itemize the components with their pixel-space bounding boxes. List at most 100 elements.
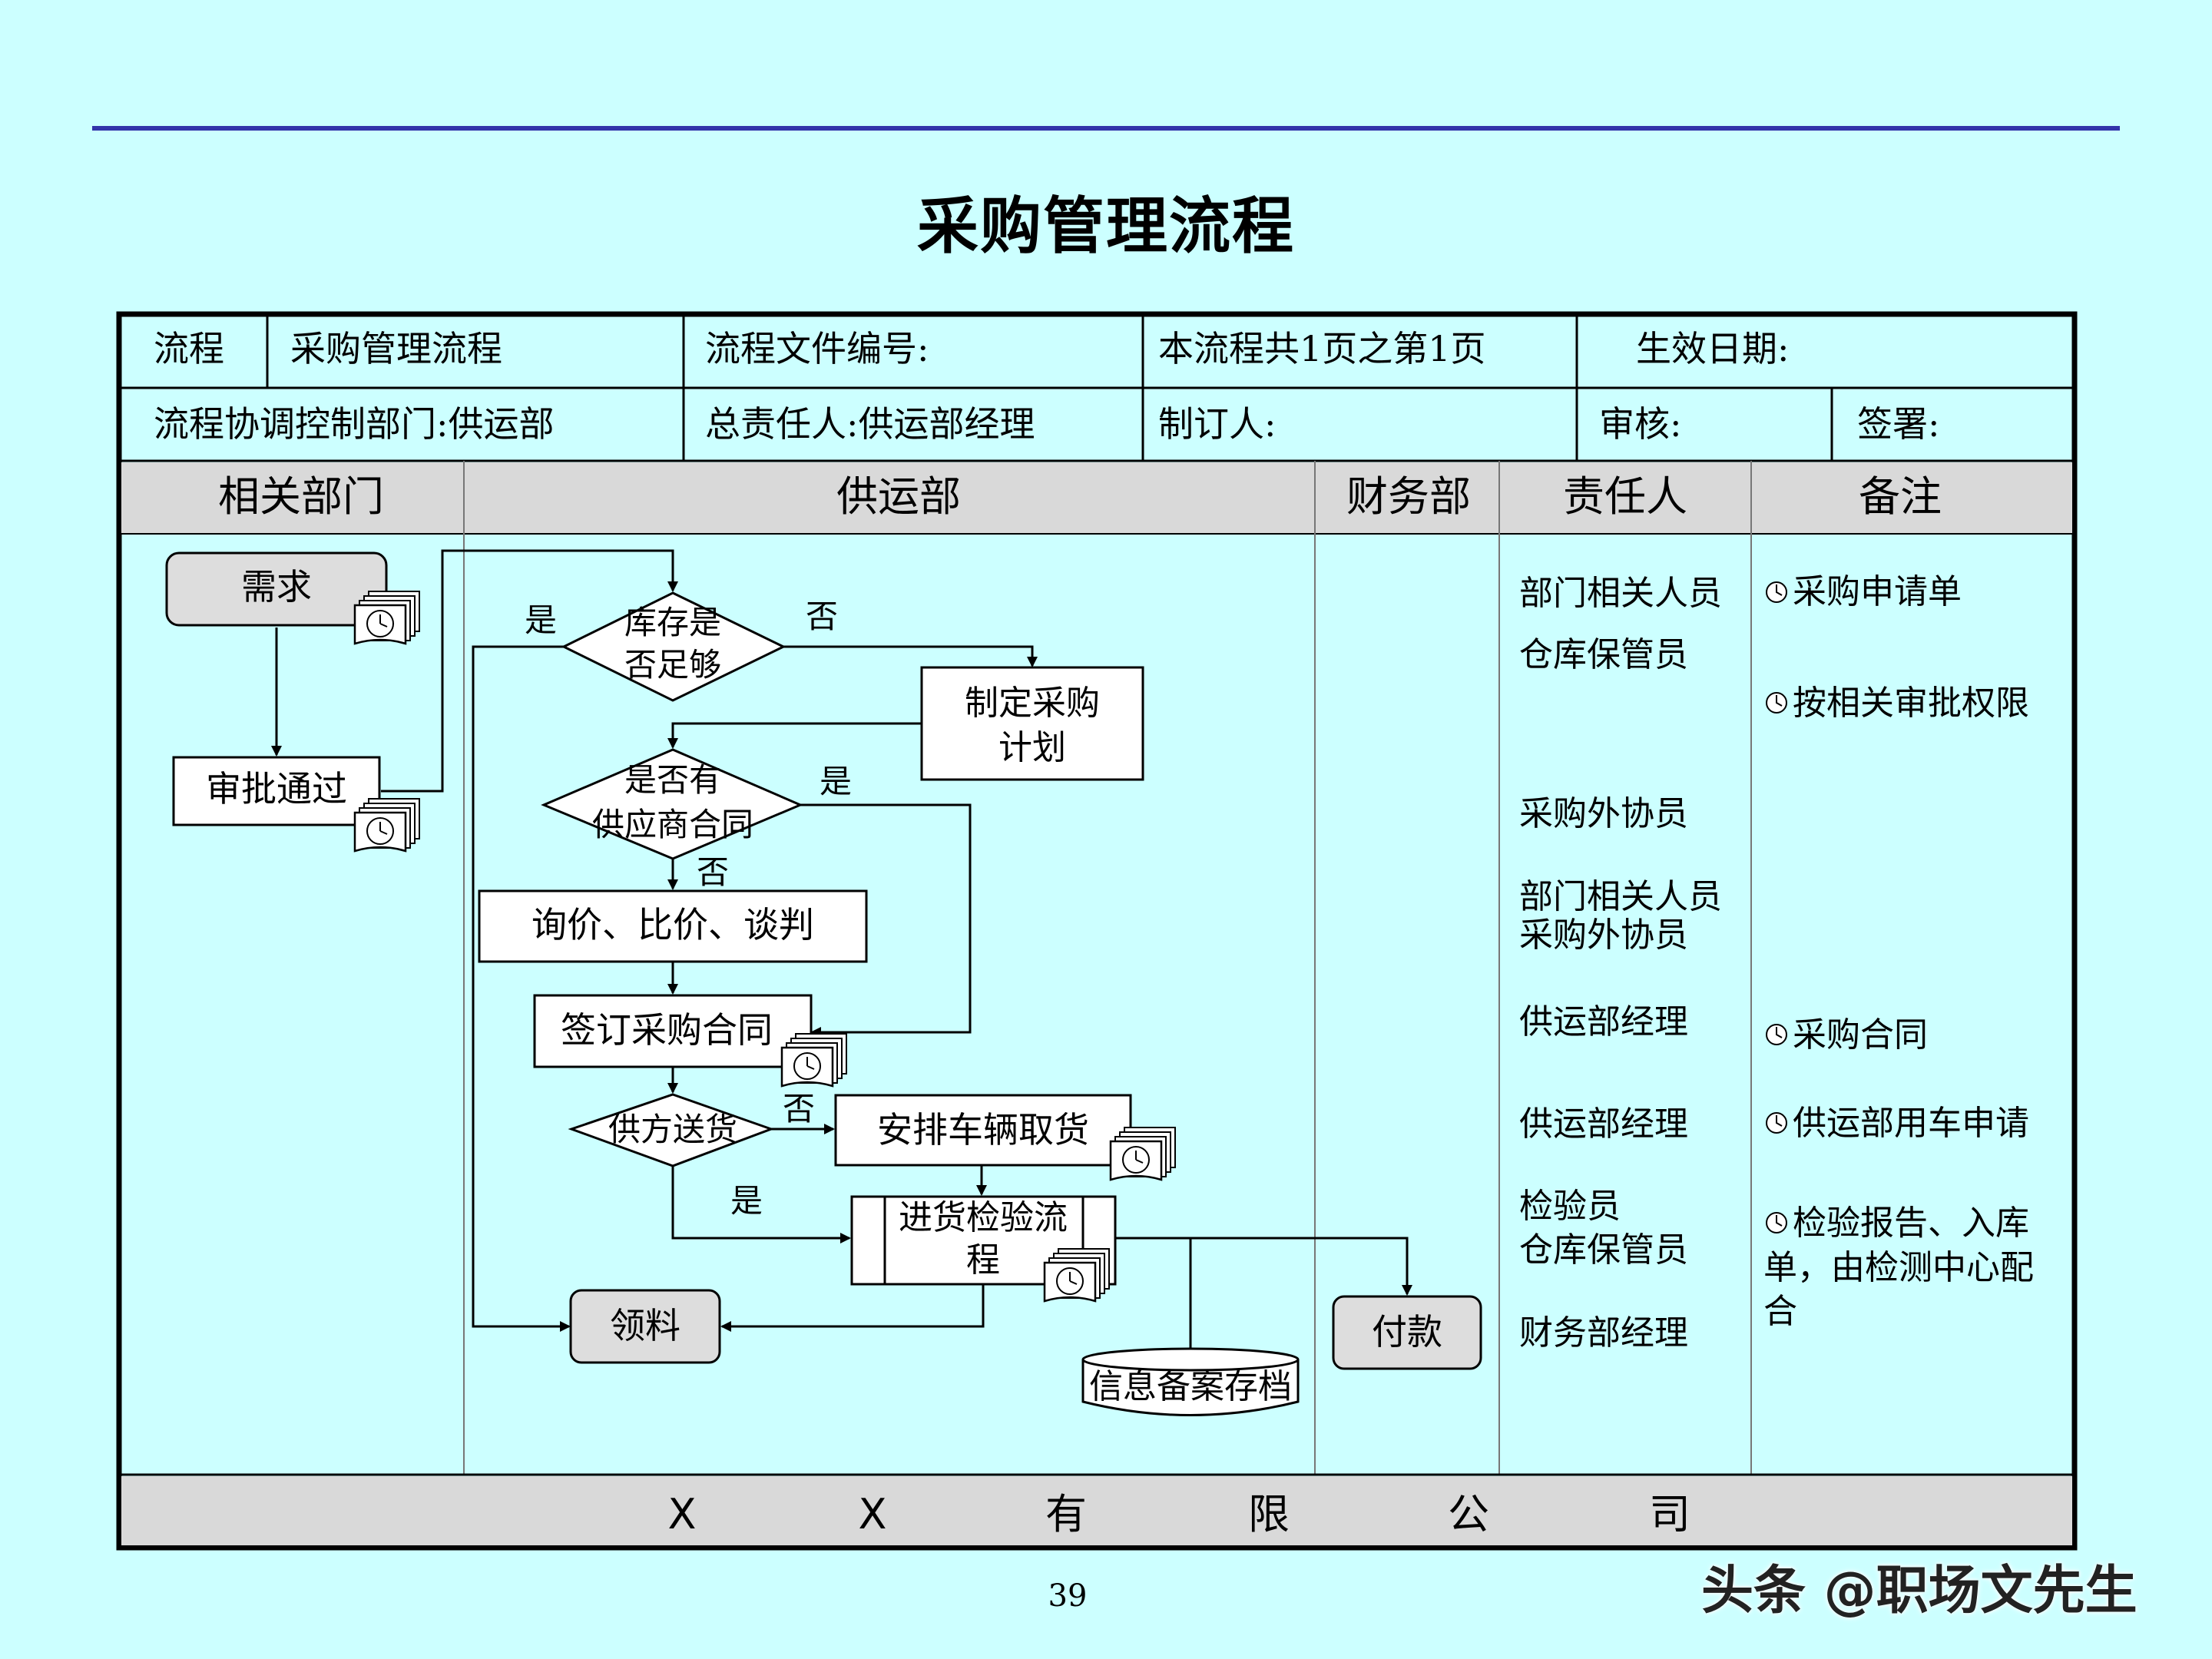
edge-stock-plan [783,645,1038,667]
edge-inspection-payment [1115,1237,1412,1296]
label-contract-no: 否 [697,853,729,891]
remark-item: 供运部用车申请 [1766,1104,2029,1143]
svg-text:进货检验流: 进货检验流 [899,1198,1068,1237]
edge-stock-collect [472,645,571,1332]
responsible-item: 部门相关人员 [1519,877,1722,916]
label-stock-yes: 是 [525,601,557,639]
responsible-item: 采购外协员 [1519,916,1688,955]
remark-item: 按相关审批权限 [1766,684,2029,723]
header-pages: 本流程共1页之第1页 [1158,328,1486,369]
node-collect: 领料 [569,1289,721,1364]
top-rule [92,126,2120,131]
svg-text:信息备案存档: 信息备案存档 [1089,1367,1292,1406]
edge-approved-stock [381,549,678,793]
svg-text:检验报告、入库: 检验报告、入库 [1793,1204,2029,1243]
responsible-item: 仓库保管员 [1519,1230,1688,1270]
svg-text:库存是: 库存是 [624,604,721,641]
svg-text:供方送货: 供方送货 [608,1111,737,1148]
svg-text:审批通过: 审批通过 [206,768,347,810]
header-coord-dept: 流程协调控制部门:供运部 [154,403,555,445]
header-author: 制订人: [1158,403,1277,445]
label-deliver-yes: 是 [730,1182,763,1220]
node-demand: 需求 [165,551,388,627]
svg-text:安排车辆取货: 安排车辆取货 [877,1109,1089,1151]
footer-char: 司 [1649,1490,1690,1538]
document-clock-icon [1043,1247,1111,1303]
remark-item: 检验报告、入库 单，由检测中心配 合 [1763,1204,2034,1331]
edge-contract-sign [800,803,972,1038]
footer-char: 公 [1448,1490,1489,1538]
col-responsible: 责任人 [1563,472,1687,521]
node-stock-decision: 库存是 否足够 [561,591,786,702]
page-title: 采购管理流程 [917,190,1295,262]
edge-deliver-inspection [671,1166,851,1243]
page-number: 39 [1048,1578,1088,1614]
responsible-list: 部门相关人员 仓库保管员 采购外协员 部门相关人员 采购外协员 供运部经理 供运… [1519,574,1722,1353]
footer-char: 有 [1045,1490,1087,1538]
node-payment: 付款 [1332,1295,1482,1370]
col-finance-dept: 财务部 [1346,472,1471,521]
svg-text:制定采购: 制定采购 [965,684,1100,723]
document-clock-icon [780,1032,848,1088]
flow-edges [271,549,1412,1361]
svg-text:领料: 领料 [610,1305,680,1346]
responsible-item: 部门相关人员 [1519,574,1722,613]
svg-text:付款: 付款 [1372,1311,1442,1353]
header-table [119,314,2075,462]
node-sign-contract: 签订采购合同 [533,994,813,1068]
header-owner: 总责任人:供运部经理 [705,403,1035,445]
node-make-plan: 制定采购 计划 [920,666,1144,781]
edge-plan-contract [667,722,922,749]
header-process-name: 采购管理流程 [290,328,502,369]
svg-text:按相关审批权限: 按相关审批权限 [1793,684,2029,723]
svg-text:询价、比价、谈判: 询价、比价、谈判 [531,904,814,945]
document-clock-icon [353,590,421,645]
footer-char: X [668,1490,697,1538]
node-supplier-deliver: 供方送货 [568,1093,775,1167]
svg-text:单，由检测中心配: 单，由检测中心配 [1763,1248,2034,1287]
document-clock-icon [1109,1126,1177,1181]
label-stock-no: 否 [806,598,838,635]
responsible-item: 财务部经理 [1519,1313,1688,1353]
document-clock-icon [353,797,421,853]
col-remarks: 备注 [1859,472,1942,521]
svg-text:程: 程 [966,1240,1000,1280]
svg-text:签订采购合同: 签订采购合同 [561,1009,773,1051]
header-review: 审核: [1599,403,1682,445]
footer-char: 限 [1248,1490,1290,1538]
edge-labels: 是 否 是 否 否 是 [525,598,852,1220]
svg-text:采购合同: 采购合同 [1793,1015,1928,1055]
col-supply-dept: 供运部 [836,472,961,521]
svg-text:是否有: 是否有 [624,761,721,799]
svg-text:供应商合同: 供应商合同 [592,806,753,843]
header-text: 流程 采购管理流程 流程文件编号: 本流程共1页之第1页 生效日期: 流程协调控… [154,328,1940,445]
header-file-number: 流程文件编号: [705,328,929,369]
node-contract-decision: 是否有 供应商合同 [541,748,803,860]
svg-text:合: 合 [1763,1292,1797,1331]
label-deliver-no: 否 [783,1090,815,1128]
node-approved: 审批通过 [172,756,381,826]
responsible-item: 供运部经理 [1519,1104,1688,1144]
node-arrange-vehicle: 安排车辆取货 [834,1094,1132,1167]
column-header-band [121,462,2072,533]
responsible-item: 采购外协员 [1519,794,1688,833]
header-effective-date: 生效日期: [1636,328,1790,369]
remark-item: 采购合同 [1766,1015,1928,1055]
responsible-item: 检验员 [1519,1187,1621,1226]
column-dividers [463,461,1752,1475]
watermark: 头条 @职场文先生 [1701,1561,2137,1621]
svg-text:否足够: 否足够 [624,646,721,684]
svg-text:计划: 计划 [998,728,1066,767]
header-sign: 签署: [1857,403,1940,445]
svg-text:需求: 需求 [241,566,312,608]
node-archive: 信息备案存档 [1081,1347,1300,1416]
responsible-item: 供运部经理 [1519,1002,1688,1041]
header-process-label: 流程 [154,328,224,369]
responsible-item: 仓库保管员 [1519,635,1688,674]
footer-band [121,1476,2072,1545]
footer-char: X [859,1490,887,1538]
remark-item: 采购申请单 [1766,572,1962,611]
column-headers: 相关部门 供运部 财务部 责任人 备注 [218,472,1942,521]
footer-company: X X 有 限 公 司 [668,1490,1691,1538]
